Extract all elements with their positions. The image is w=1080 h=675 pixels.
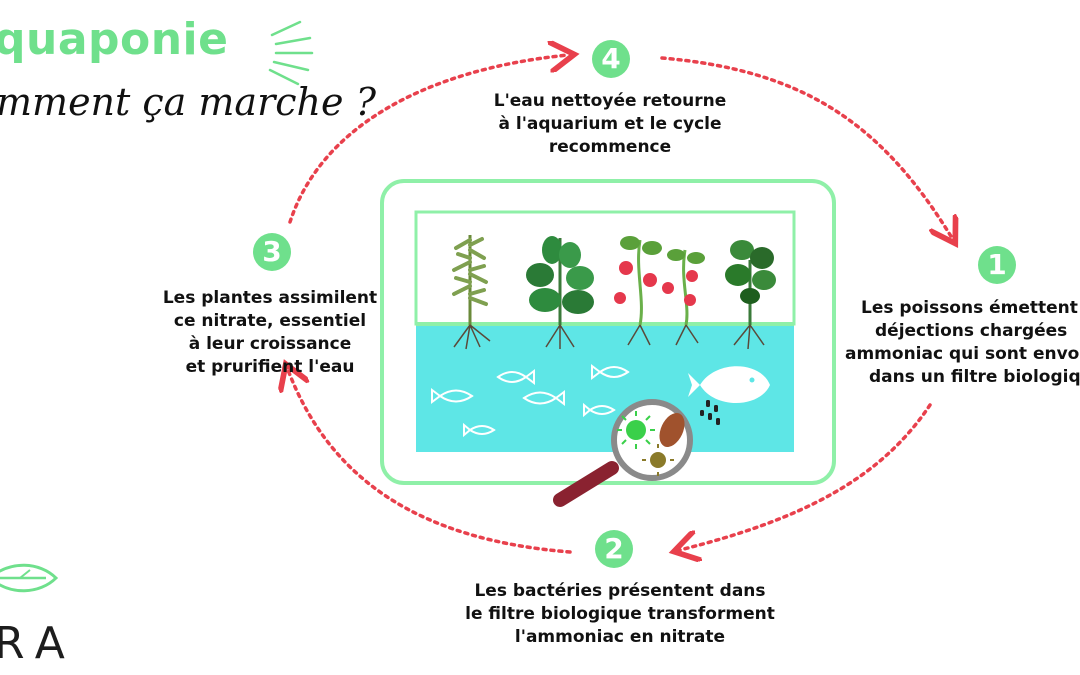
droppings: [700, 400, 720, 425]
step-2-badge: 2: [595, 530, 633, 568]
arrow-2-to-3: [288, 370, 572, 554]
title-rays: [268, 20, 314, 86]
page-title: quaponie: [0, 14, 229, 65]
strawberry-icon: [614, 236, 705, 346]
step-2-text: Les bactéries présentent dans le filtre …: [440, 580, 800, 649]
plant-icon: [725, 240, 776, 350]
leaf-logo-icon: [0, 563, 59, 593]
step-4-line: à l'aquarium et le cycle: [498, 113, 722, 134]
arrow-1-to-2: [680, 403, 932, 550]
magnifier-icon: [553, 399, 693, 507]
step-1-line: déjections chargées: [875, 320, 1068, 341]
step-4-line: recommence: [548, 136, 672, 157]
step-2-line: Les bactéries présentent dans: [474, 581, 766, 601]
step-1-line: ammoniac qui sont envo: [845, 343, 1080, 364]
page-subtitle: mment ça marche ?: [0, 80, 376, 124]
fish-icon: [431, 364, 630, 438]
brand-name: RA: [0, 618, 77, 669]
step-4-line: L'eau nettoyée retourne: [493, 91, 727, 111]
arrow-4-to-1: [660, 56, 952, 238]
step-1-badge: 1: [978, 246, 1016, 284]
step-1-line: Les poissons émettent: [861, 298, 1078, 318]
step-3-line: ce nitrate, essentiel: [173, 310, 367, 331]
step-3-line: et prurifient l'eau: [185, 356, 355, 377]
step-3-line: à leur croissance: [188, 333, 352, 354]
step-4-badge: 4: [592, 40, 630, 78]
fish-icon: [688, 366, 770, 404]
step-2-line: le filtre biologique transforment: [465, 603, 775, 624]
step-1-text: Les poissons émettent déjections chargée…: [845, 297, 1080, 389]
plant-icon: [452, 235, 491, 350]
step-1-line: dans un filtre biologiq: [869, 366, 1080, 387]
aquarium-frame: [380, 179, 836, 485]
step-3-line: Les plantes assimilent: [162, 288, 378, 308]
arrow-3-to-4: [288, 55, 568, 224]
step-3-text: Les plantes assimilent ce nitrate, essen…: [150, 287, 390, 379]
bacteria-icon: [617, 411, 685, 476]
cycle-arrows: [288, 55, 952, 552]
plant-icon: [526, 236, 594, 349]
step-2-line: l'ammoniac en nitrate: [514, 626, 726, 647]
step-3-badge: 3: [253, 233, 291, 271]
step-4-text: L'eau nettoyée retourne à l'aquarium et …: [470, 90, 750, 159]
